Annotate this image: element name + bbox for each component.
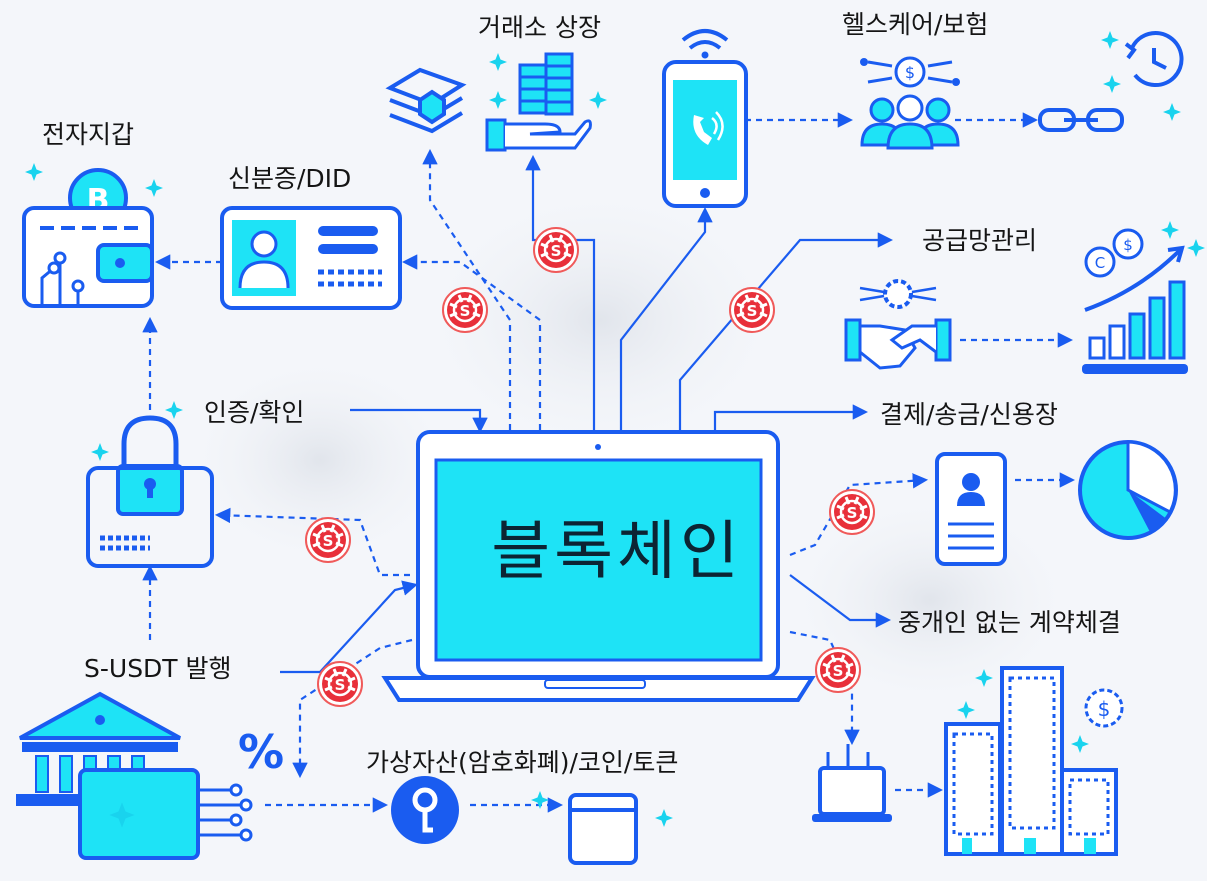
bank-icon — [16, 691, 253, 860]
coins-hand-icon — [485, 52, 592, 152]
s-token-badge-3 — [728, 286, 776, 334]
percent-sign: % — [238, 725, 284, 779]
laptop-icon — [381, 430, 816, 702]
label-exchange: 거래소 상장 — [478, 13, 601, 42]
label-payment: 결제/송금/신용장 — [880, 400, 1058, 429]
profile-document-icon — [935, 452, 1007, 566]
clock-icon — [1124, 31, 1184, 88]
chain-icon — [1038, 108, 1124, 132]
svg-text:$: $ — [905, 63, 915, 82]
svg-text:$: $ — [1123, 236, 1133, 254]
people-icon: $ — [860, 56, 960, 150]
lock-icon — [86, 415, 214, 568]
label-healthcare: 헬스케어/보험 — [842, 10, 989, 39]
s-token-badge-7 — [814, 646, 862, 694]
wallet-icon: B — [22, 168, 154, 308]
phone-icon — [662, 29, 748, 208]
label-assets: 가상자산(암호화폐)/코인/토큰 — [366, 748, 679, 777]
browser-window-icon — [568, 793, 638, 865]
small-laptop-icon — [812, 744, 892, 822]
pie-chart-icon — [1078, 440, 1178, 540]
handshake-icon — [844, 279, 952, 370]
buildings-icon: $ — [944, 666, 1124, 856]
label-auth: 인증/확인 — [204, 398, 305, 427]
label-wallet: 전자지갑 — [42, 120, 135, 149]
s-token-badge-5 — [828, 488, 876, 536]
growth-chart-icon: C $ — [1082, 228, 1188, 374]
label-identity: 신분증/DID — [228, 164, 352, 193]
label-issuance: S-USDT 발행 — [84, 654, 232, 683]
label-contract: 중개인 없는 계약체결 — [898, 608, 1121, 637]
crypto-hex-icon — [385, 67, 467, 134]
s-token-badge-2 — [441, 286, 489, 334]
s-token-badge-4 — [304, 516, 352, 564]
svg-text:$: $ — [1098, 697, 1111, 721]
id-card-icon — [220, 206, 402, 310]
label-supply-chain: 공급망관리 — [922, 226, 1038, 255]
key-icon — [391, 776, 459, 844]
s-token-badge-1 — [532, 226, 580, 274]
s-token-badge-6 — [316, 660, 364, 708]
center-label: 블록체인 — [491, 515, 743, 589]
svg-text:C: C — [1095, 254, 1105, 272]
